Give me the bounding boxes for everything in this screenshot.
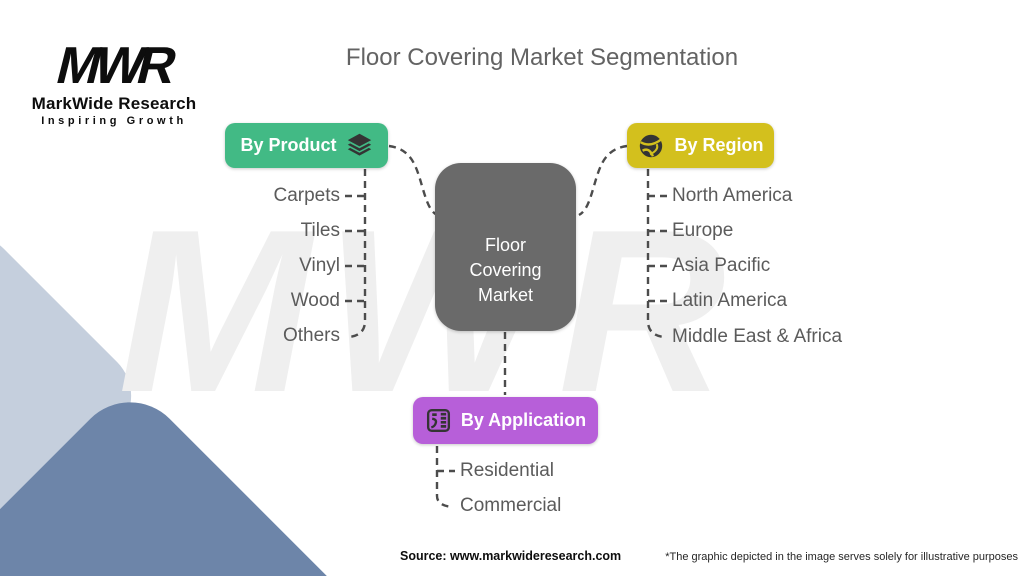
layers-icon xyxy=(346,132,373,159)
logo-tagline: Inspiring Growth xyxy=(41,115,187,127)
leaf-item-middle-east-africa: Middle East & Africa xyxy=(672,326,843,347)
leaf-item-wood: Wood xyxy=(290,290,340,311)
branch-box-region: By Region xyxy=(627,123,774,168)
globe-icon xyxy=(637,132,665,160)
branch-label-product: By Product xyxy=(240,135,337,155)
page-title: Floor Covering Market Segmentation xyxy=(345,44,739,71)
flooring-icon xyxy=(425,407,452,434)
branch-box-application: By Application xyxy=(413,397,598,444)
logo-company-name: MarkWide Research xyxy=(31,94,197,113)
branch-label-region: By Region xyxy=(674,135,764,155)
leaf-item-latin-america: Latin America xyxy=(672,290,788,311)
leaf-item-commercial: Commercial xyxy=(460,495,562,516)
branch-box-product: By Product xyxy=(225,123,388,168)
leaf-item-europe: Europe xyxy=(672,220,734,241)
leaf-item-residential: Residential xyxy=(460,460,554,481)
center-node: Floor Covering Market xyxy=(435,163,576,331)
center-node-label: Floor Covering Market xyxy=(469,235,542,305)
leaf-item-carpets: Carpets xyxy=(273,185,340,206)
leaf-item-others: Others xyxy=(282,325,340,346)
leaf-item-north-america: North America xyxy=(672,185,793,206)
leaf-item-asia-pacific: Asia Pacific xyxy=(672,255,771,276)
brand-watermark: MWR xyxy=(118,182,740,441)
leaf-item-vinyl: Vinyl xyxy=(299,255,340,276)
branch-label-application: By Application xyxy=(460,410,587,430)
connector-application-items xyxy=(435,446,455,509)
source-label: Source: www.markwideresearch.com xyxy=(400,549,622,563)
markwide-logo: MWR MarkWide Research Inspiring Growth xyxy=(30,37,198,127)
disclaimer-note: *The graphic depicted in the image serve… xyxy=(665,551,1018,563)
leaf-item-tiles: Tiles xyxy=(300,220,340,241)
